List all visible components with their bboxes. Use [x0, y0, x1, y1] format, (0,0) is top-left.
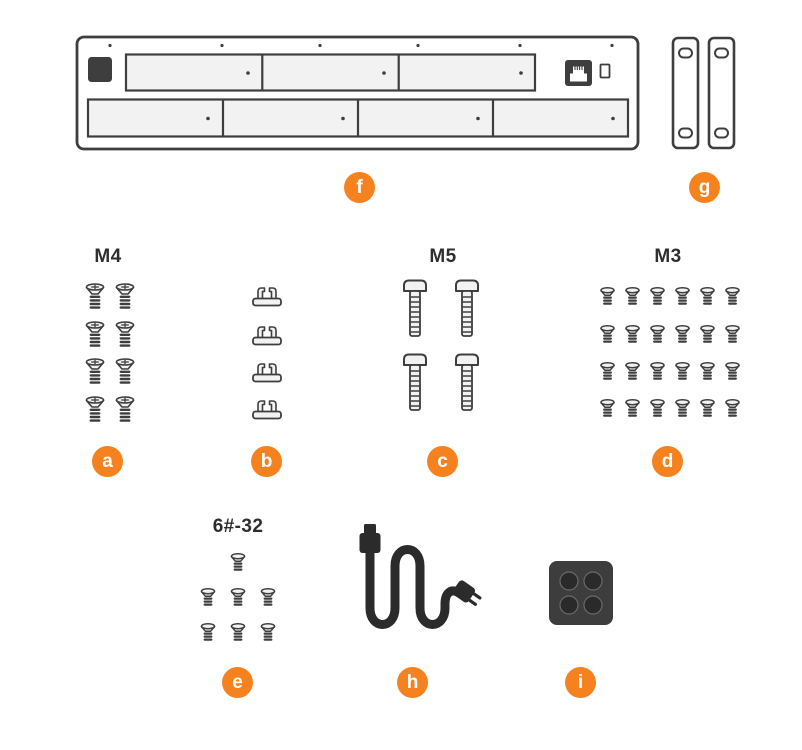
no6-32-screws-illustration [200, 552, 276, 641]
cord-connector-body [359, 533, 381, 553]
rubber-feet-illustration [549, 561, 613, 625]
badge-h-power-cord: h [397, 667, 428, 698]
chassis-usb-port [599, 63, 611, 79]
chassis-power-button [88, 57, 112, 82]
badge-a-m4-screws: a [92, 446, 123, 477]
badge-b-cable-clips: b [251, 446, 282, 477]
m4-screws-illustration [85, 282, 135, 422]
rack-ears-illustration [671, 36, 736, 150]
m5-title: M5 [429, 246, 457, 267]
badge-c-m5-screws: c [427, 446, 458, 477]
badge-e-no6-32-screws: e [222, 667, 253, 698]
m3-title: M3 [654, 246, 682, 267]
chassis-illustration [75, 35, 640, 151]
ethernet-port-icon [565, 60, 592, 86]
cable-clips-illustration [252, 287, 282, 420]
m4-title: M4 [94, 246, 122, 267]
badge-i-rubber-feet: i [565, 667, 596, 698]
chassis-top-panel [124, 53, 537, 92]
badge-d-m3-screws: d [652, 446, 683, 477]
cord-wall-plug [452, 580, 482, 606]
power-cord-illustration [359, 524, 482, 629]
badge-g-rack-ears: g [689, 172, 720, 203]
m3-screws-illustration [599, 286, 741, 417]
badge-f-chassis: f [344, 172, 375, 203]
no6-32-title: 6#-32 [212, 516, 264, 537]
m5-screws-illustration [403, 279, 479, 411]
